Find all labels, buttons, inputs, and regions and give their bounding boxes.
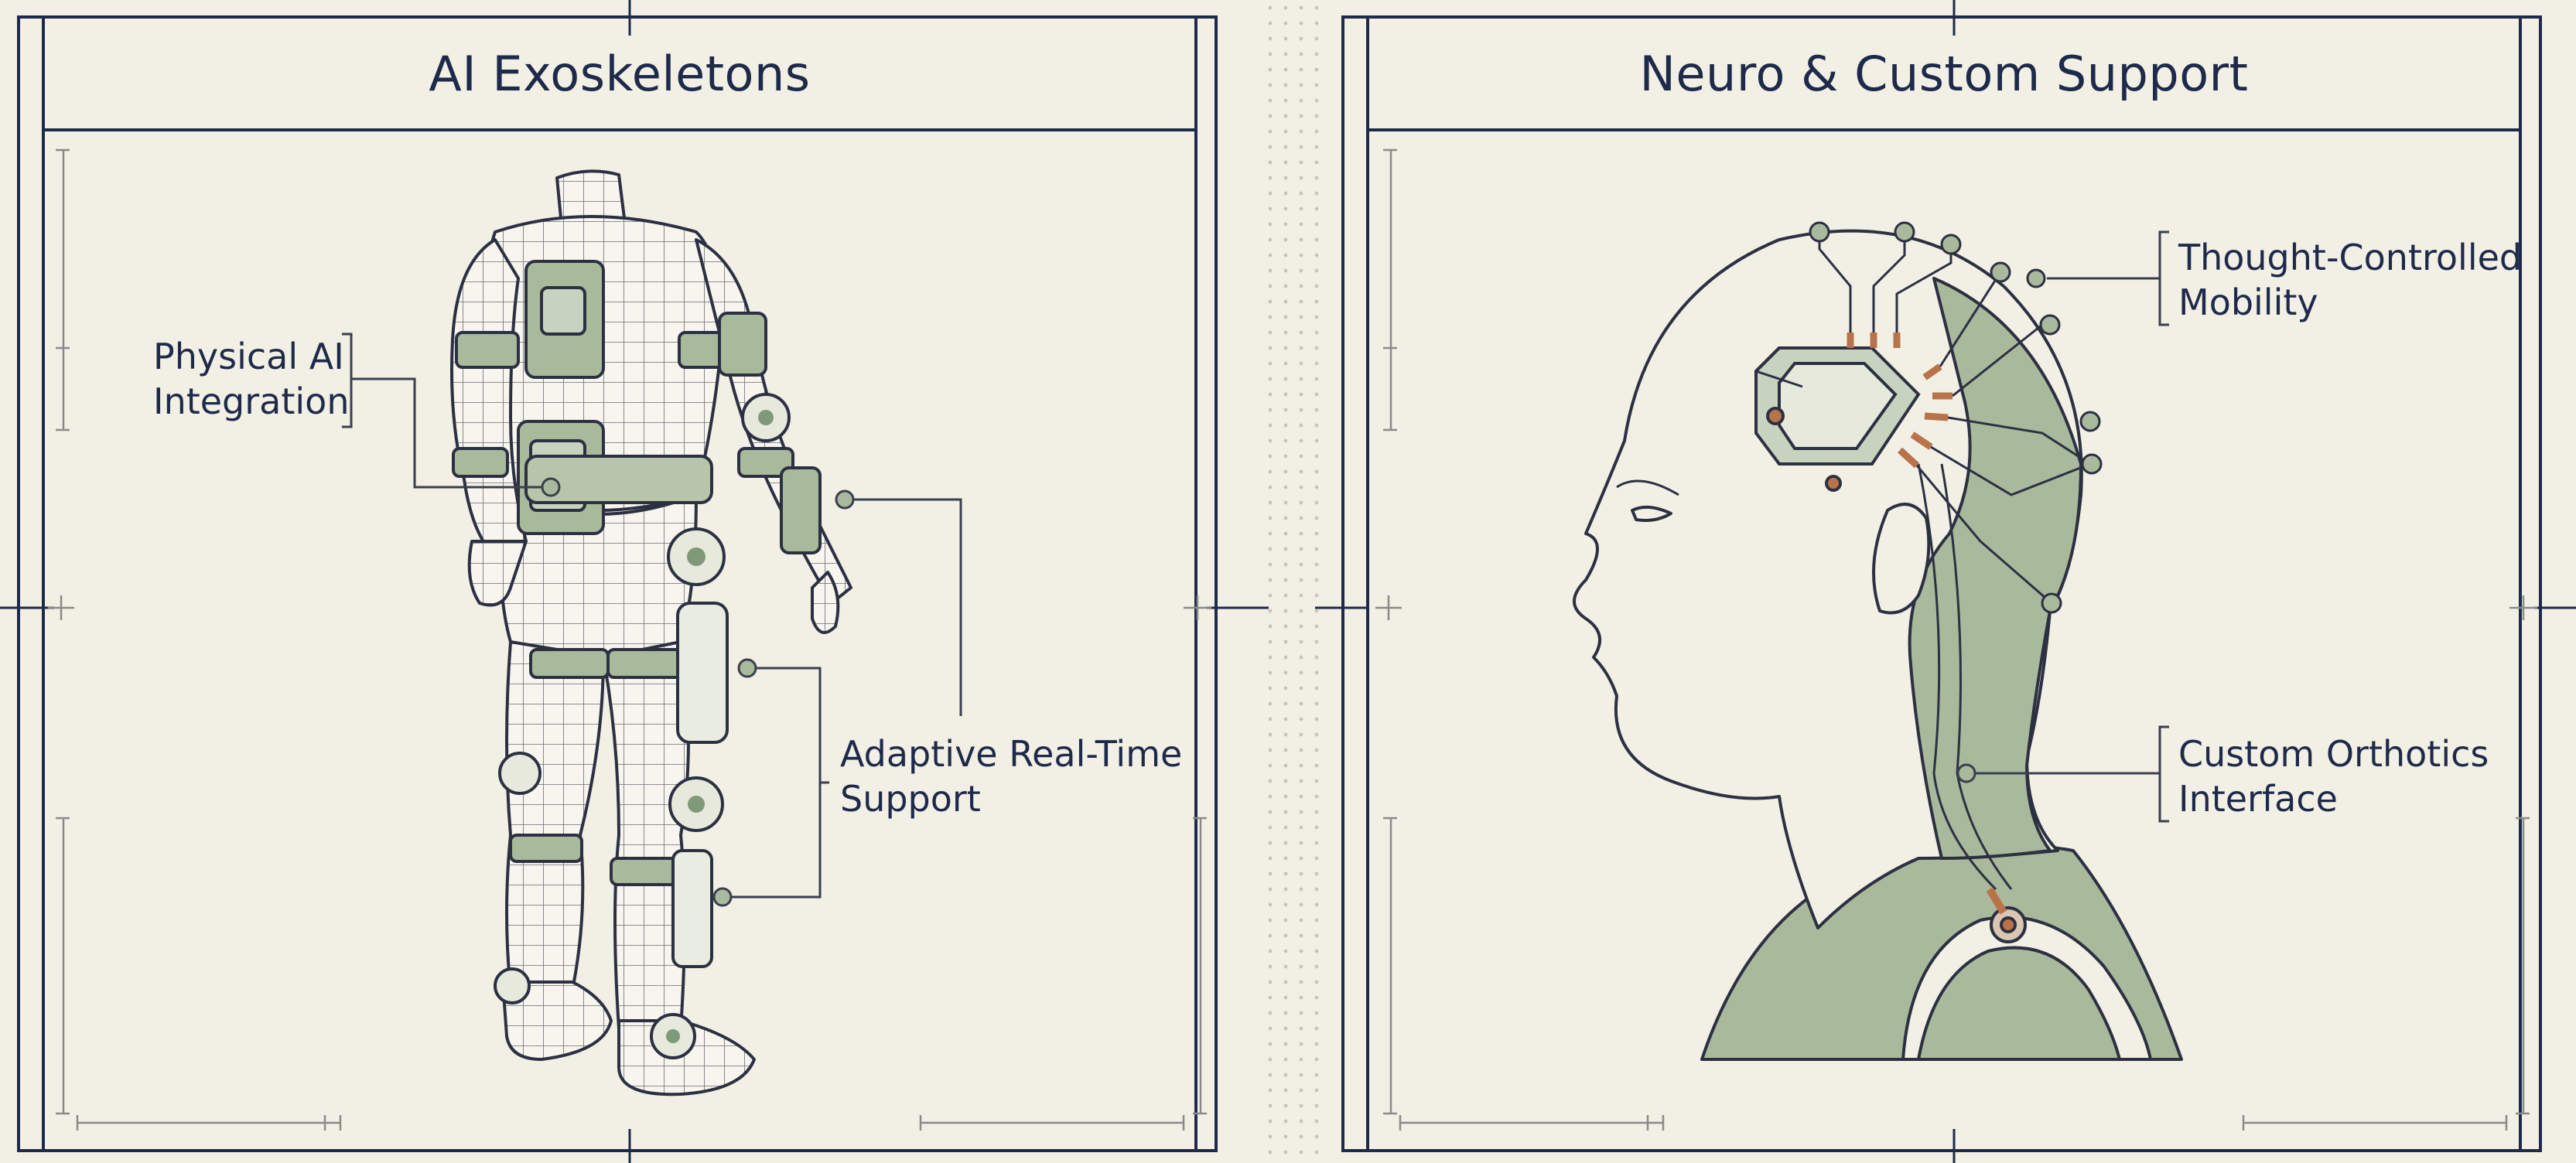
label-adaptive-real-time-support: Adaptive Real-Time Support bbox=[840, 732, 1182, 821]
exoskeleton-figure bbox=[452, 171, 851, 1094]
label-thought-controlled-mobility: Thought-Controlled Mobility bbox=[2178, 235, 2522, 325]
label-physical-ai-integration: Physical AI Integration bbox=[153, 334, 349, 424]
label-custom-orthotics-interface: Custom Orthotics Interface bbox=[2178, 732, 2489, 821]
